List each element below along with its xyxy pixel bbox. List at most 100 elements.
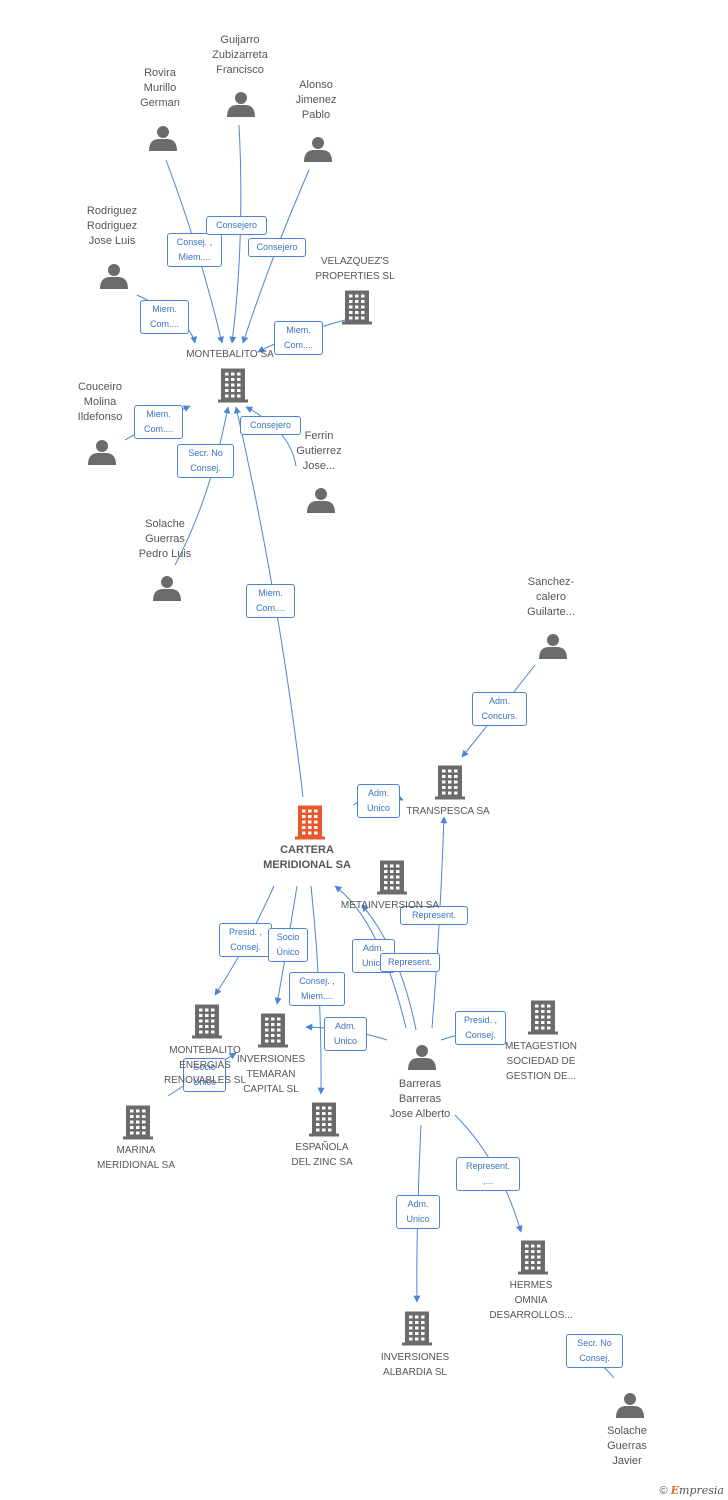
- company-building-icon[interactable]: [123, 1105, 153, 1140]
- node-label-line: Molina: [83, 396, 117, 408]
- edge-label-cartera-to-montebalito[interactable]: Miem.Com....: [246, 584, 295, 618]
- edge-label-line: Unico: [361, 958, 385, 968]
- person-icon[interactable]: [153, 576, 181, 601]
- company-building-icon[interactable]: [518, 1240, 548, 1275]
- node-label-line: RENOVABLES SL: [163, 1075, 247, 1086]
- person-icon[interactable]: [307, 488, 335, 513]
- edge-label-barreras-to-hermes[interactable]: Represent.,...: [456, 1157, 520, 1191]
- company-building-icon[interactable]: [435, 765, 465, 800]
- edge-label-velazquez-to-montebalito[interactable]: Miem.Com....: [274, 321, 323, 355]
- node-label-line: PROPERTIES SL: [315, 271, 395, 282]
- node-label-line: Jose Luis: [88, 235, 136, 247]
- edge-label-barreras-to-metainversion[interactable]: Represent.: [380, 953, 440, 972]
- node-label-line: Jose...: [302, 460, 336, 472]
- edge-label-guijarro-to-montebalito[interactable]: Consejero: [206, 216, 267, 235]
- edge-barreras-to-transpesca: [431, 816, 448, 1029]
- edge-label-line: Presid. ,: [463, 1015, 497, 1025]
- node-label-line: Rovira: [144, 67, 176, 79]
- edge-label-line: Consej. ,: [176, 237, 213, 247]
- company-building-icon[interactable]: [218, 368, 248, 403]
- person-icon[interactable]: [616, 1393, 644, 1418]
- edge-label-line: Consejero: [249, 420, 292, 430]
- company-building-icon[interactable]: [402, 1311, 432, 1346]
- edge-label-couceiro-to-montebalito[interactable]: Miem.Com....: [134, 405, 183, 439]
- node-label-line: METAINVERSION SA: [340, 900, 440, 911]
- company-building-icon[interactable]: [377, 860, 407, 895]
- edge-label-barreras-to-metagestion[interactable]: Presid. ,Consej.: [455, 1011, 506, 1045]
- node-label-line: Solache: [607, 1425, 647, 1437]
- edge-label-barreras-to-transpesca[interactable]: Represent.: [400, 906, 468, 925]
- edge-label-rovira-to-montebalito[interactable]: Consej. , Miem....: [167, 233, 222, 267]
- company-building-icon[interactable]: [342, 290, 372, 325]
- edge-label-line: Miem....: [178, 252, 211, 262]
- edge-label-barreras-to-inv_albardia[interactable]: Adm.Unico: [396, 1195, 440, 1229]
- edge-label-line: Miem.: [258, 588, 283, 598]
- company-building-icon[interactable]: [528, 1000, 558, 1035]
- node-label-transpesca[interactable]: TRANSPESCA SA: [406, 804, 489, 819]
- company-building-icon[interactable]: [309, 1102, 339, 1137]
- node-label-line: Guerras: [145, 533, 185, 545]
- edge-label-ferrin-to-montebalito[interactable]: Consejero: [240, 416, 301, 435]
- node-label-line: Jimenez: [295, 94, 337, 106]
- person-icon[interactable]: [304, 137, 332, 162]
- edge-label-rodriguez-to-montebalito[interactable]: Miem.Com....: [140, 300, 189, 334]
- node-label-line: Ildefonso: [77, 411, 123, 423]
- person-icon[interactable]: [227, 92, 255, 117]
- node-label-line: MONTEBALITO SA: [186, 349, 274, 360]
- edge-label-line: Unico: [366, 803, 390, 813]
- edge-label-line: Presid. ,: [228, 927, 262, 937]
- node-label-metainversion[interactable]: METAINVERSION SA: [341, 898, 439, 913]
- edge-label-line: Único: [276, 947, 300, 957]
- node-label-line: TEMARAN: [246, 1069, 296, 1080]
- company-building-icon[interactable]: [258, 1013, 288, 1048]
- edge-label-cartera-to-espanola[interactable]: Consej. ,Miem....: [289, 972, 345, 1006]
- edge-label-line: Unico: [333, 1036, 357, 1046]
- node-label-line: GESTION DE...: [505, 1071, 577, 1082]
- main-company-building-icon[interactable]: [295, 805, 325, 840]
- edge-label-barreras-to-inv_temaran[interactable]: Adm.Unico: [324, 1017, 367, 1051]
- node-label-line: Javier: [612, 1455, 642, 1467]
- person-icon[interactable]: [100, 264, 128, 289]
- person-icon[interactable]: [88, 440, 116, 465]
- node-label-line: TRANSPESCA SA: [406, 806, 490, 817]
- edge-label-line: Miem....: [300, 991, 333, 1001]
- person-icon[interactable]: [539, 634, 567, 659]
- edge-label-sanchez-to-transpesca[interactable]: Adm.Concurs.: [472, 692, 527, 726]
- edge-label-cartera-to-transpesca[interactable]: Adm.Unico: [357, 784, 400, 818]
- edge-label-cartera-to-montebalito_en[interactable]: Presid. ,Consej.: [219, 923, 272, 957]
- edge-label-line: Com....: [143, 424, 173, 434]
- node-label-line: MONTEBALITO: [169, 1045, 241, 1056]
- edge-label-alonso-to-montebalito[interactable]: Consejero: [248, 238, 306, 257]
- node-label-line: OMNIA: [514, 1295, 548, 1306]
- person-icon[interactable]: [149, 126, 177, 151]
- company-building-icon[interactable]: [192, 1004, 222, 1039]
- node-label-line: DEL ZINC SA: [291, 1157, 353, 1168]
- empresia-logo[interactable]: Empresia: [670, 1484, 724, 1497]
- node-label-montebalito[interactable]: MONTEBALITO SA: [186, 347, 274, 362]
- edge-label-line: Adm.: [362, 943, 384, 953]
- person-icon[interactable]: [408, 1045, 436, 1070]
